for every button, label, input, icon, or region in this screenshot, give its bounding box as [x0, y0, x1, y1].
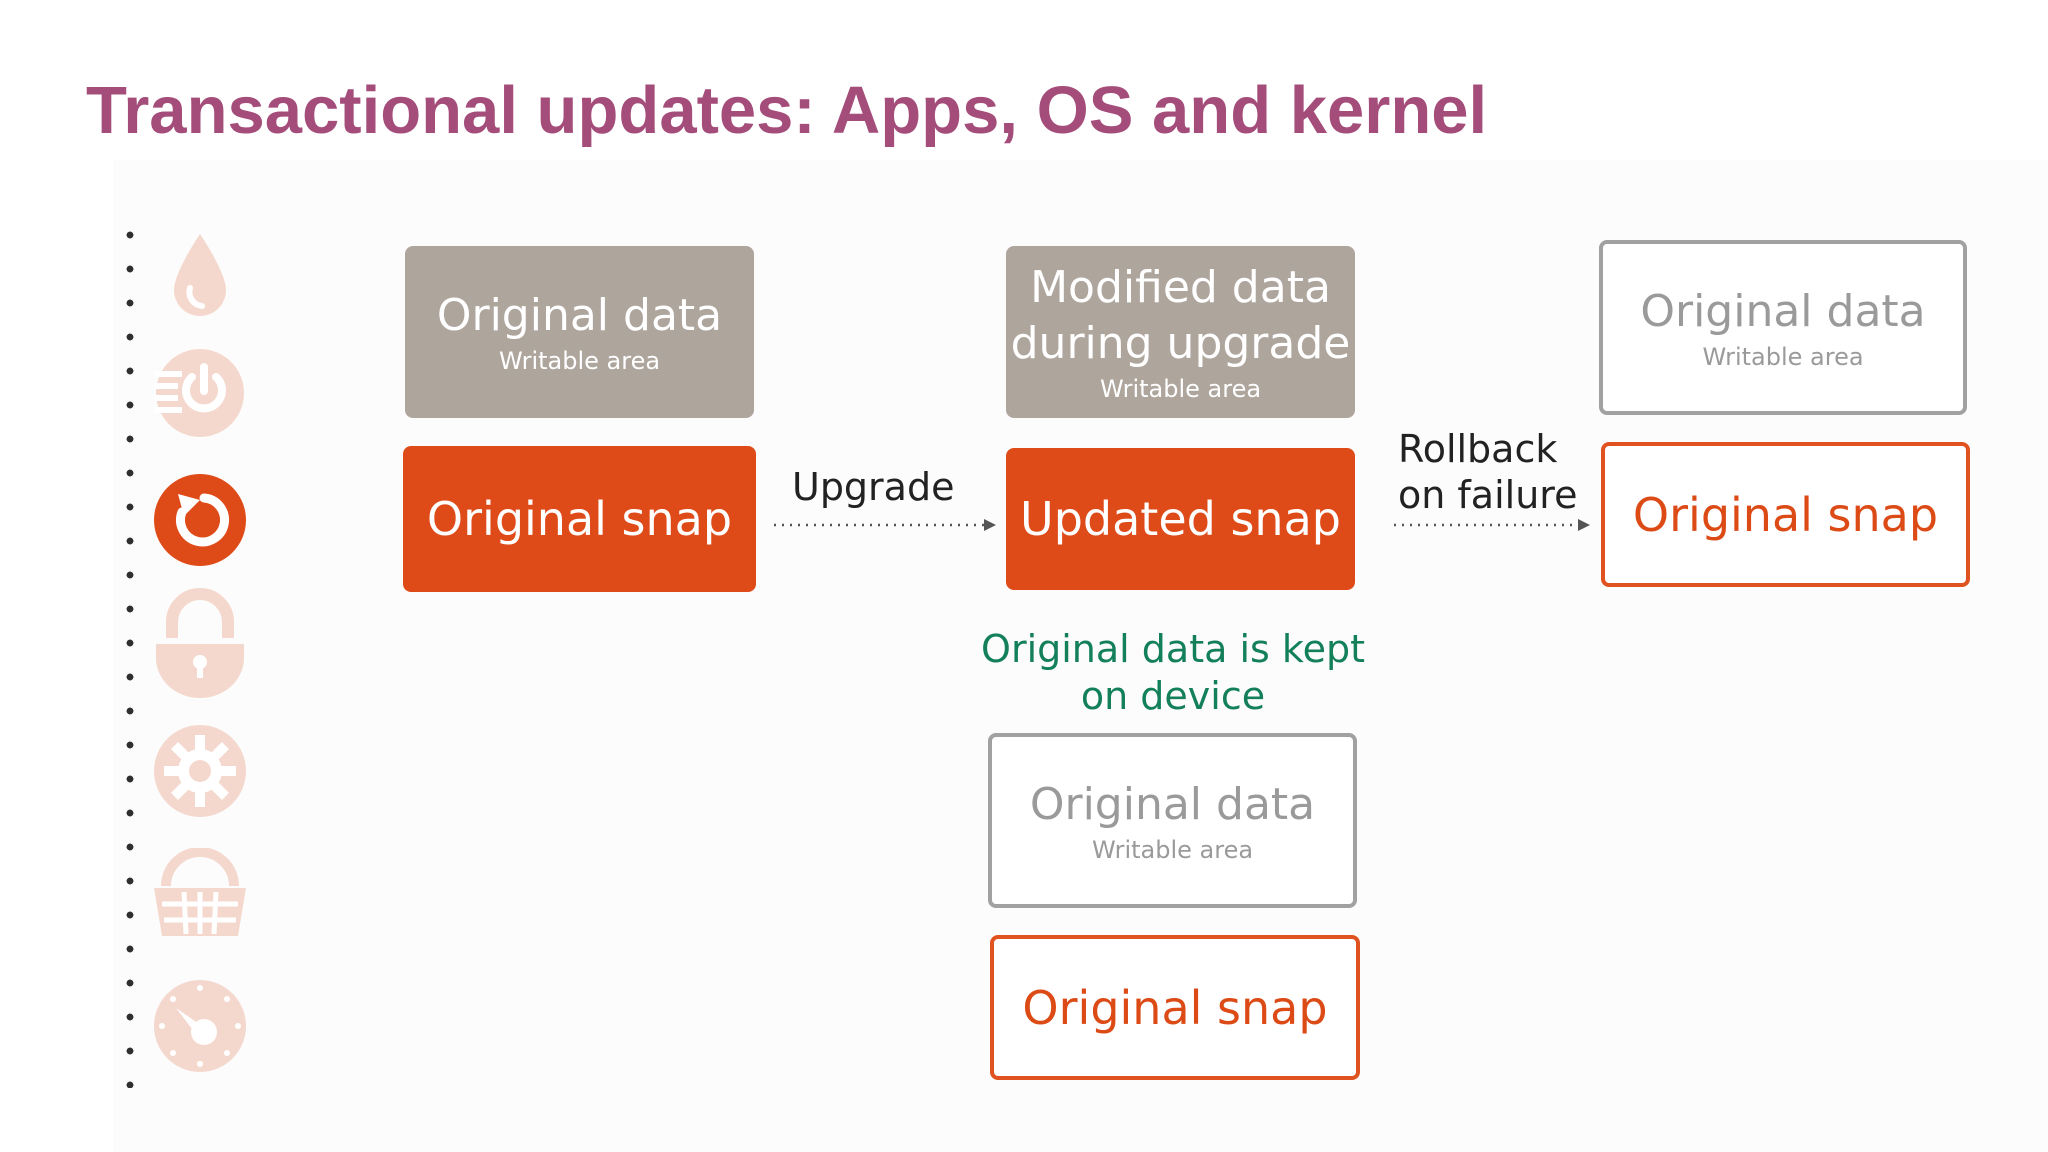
refresh-icon: [152, 472, 248, 568]
stage3-data-sub: Writable area: [1702, 342, 1864, 371]
kept-note-line2: on device: [1080, 674, 1266, 718]
stage1-data-sub: Writable area: [498, 347, 661, 375]
kept-note-line1: Original data is kept: [981, 627, 1365, 671]
sidebar-dotted-line: [125, 218, 135, 1088]
stage2-data-box: Modified data during upgrade Writable ar…: [1006, 246, 1355, 418]
rollback-label: Rollback on failure: [1398, 426, 1577, 518]
page-title: Transactional updates: Apps, OS and kern…: [86, 73, 1488, 148]
kept-data-title: Original data: [1029, 778, 1316, 830]
gear-icon: [152, 723, 248, 819]
stage3-snap-box: Original snap: [1601, 442, 1970, 587]
stage1-snap-box: Original snap: [403, 446, 756, 592]
rollback-arrow: [1392, 517, 1592, 533]
stage3-data-title: Original data: [1640, 285, 1926, 337]
upgrade-label: Upgrade: [792, 465, 955, 509]
stage2-snap-label: Updated snap: [1020, 492, 1341, 546]
stage1-snap-label: Original snap: [426, 492, 733, 546]
stage2-data-sub: Writable area: [1099, 375, 1262, 403]
kept-data-sub: Writable area: [1091, 835, 1254, 864]
stage1-data-box: Original data Writable area: [405, 246, 754, 418]
basket-icon: [152, 848, 248, 944]
gauge-icon: [152, 978, 248, 1074]
kept-snap-label: Original snap: [1022, 980, 1328, 1035]
stage3-snap-label: Original snap: [1632, 487, 1939, 542]
upgrade-arrow: [772, 517, 998, 533]
padlock-icon: [152, 588, 248, 698]
stage2-data-title-line1: Modified data: [1030, 262, 1331, 313]
rollback-label-line1: Rollback: [1398, 427, 1558, 471]
power-icon: [152, 347, 248, 443]
stage1-data-title: Original data: [436, 290, 723, 341]
rollback-label-line2: on failure: [1398, 473, 1578, 517]
droplet-icon: [170, 230, 230, 320]
kept-data-box: Original data Writable area: [988, 733, 1357, 908]
kept-snap-box: Original snap: [990, 935, 1360, 1080]
kept-on-device-note: Original data is kept on device: [960, 626, 1386, 720]
stage3-data-box: Original data Writable area: [1599, 240, 1967, 415]
stage2-snap-box: Updated snap: [1006, 448, 1355, 590]
stage2-data-title-line2: during upgrade: [1010, 318, 1351, 369]
